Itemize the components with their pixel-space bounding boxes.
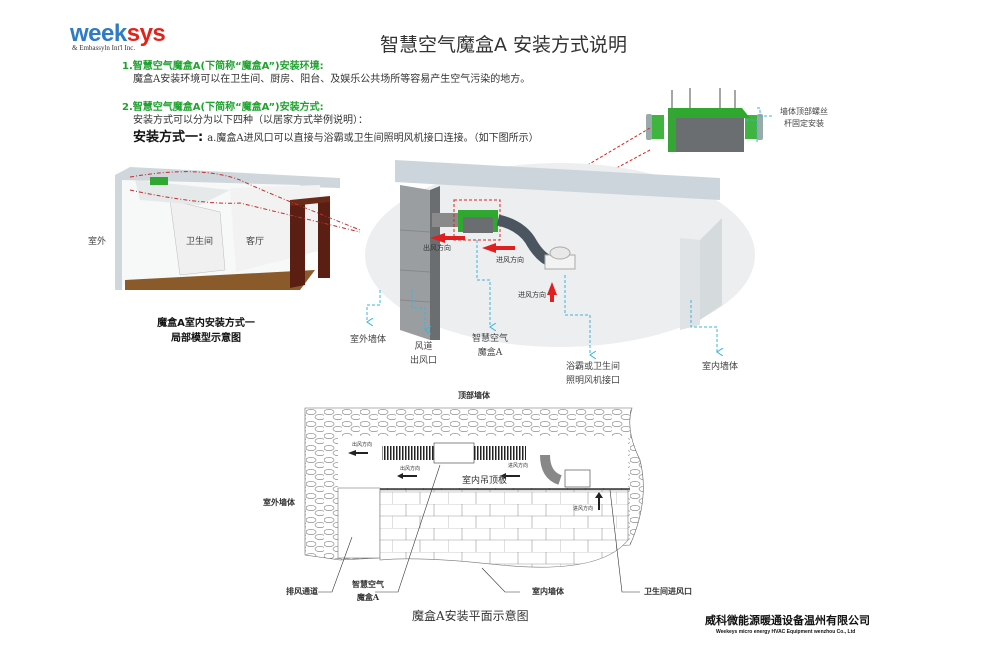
callout-outer-wall: 室外墙体 (350, 335, 387, 345)
model-caption-line1: 魔盒A室内安装方式一 (157, 318, 255, 329)
callout-device: 智慧空气 魔盒A (472, 332, 508, 360)
plan-inlet-direction-1: 进风方向 (508, 463, 529, 469)
model-caption: 魔盒A室内安装方式一 局部模型示意图 (140, 316, 272, 346)
method-one: 安装方式一:a.魔盒A进风口可以直接与浴霸或卫生间照明风机接口连接。（如下图所示… (133, 126, 539, 145)
plan-drawing (304, 407, 644, 593)
device-mount-note-line1: 墙体顶部螺丝 (780, 107, 828, 116)
label-outdoor: 室外 (88, 237, 107, 247)
label-inlet-direction-1: 进风方向 (496, 256, 524, 264)
callout-duct-line2: 出风口 (410, 356, 438, 366)
method-one-text: a.魔盒A进风口可以直接与浴霸或卫生间照明风机接口连接。（如下图所示） (207, 133, 539, 144)
page-title: 智慧空气魔盒A 安装方式说明 (380, 34, 628, 56)
device-mount-note-line2: 杆固定安装 (784, 119, 824, 128)
plan-device-line1: 智慧空气 (352, 579, 384, 589)
plan-inlet-direction-2: 进风方向 (573, 506, 594, 512)
company-name-cn: 威科微能源暖通设备温州有限公司 (705, 614, 870, 627)
room-model (115, 167, 361, 290)
plan-outlet-direction-1: 出风方向 (352, 442, 373, 448)
plan-outer-wall: 室外墙体 (263, 497, 295, 507)
callout-duct-line1: 风道 (414, 342, 433, 352)
company-name-en: Weekeys micro energy HVAC Equipment wenz… (716, 629, 856, 635)
plan-device-line2: 魔盒A (356, 592, 380, 602)
section2-text: 安装方式可以分为以下四种（以居家方式举例说明）： (133, 115, 368, 126)
logo-tagline: & Embassyln Int'l Inc. (72, 44, 136, 52)
plan-ceiling: 室内吊顶板 (462, 476, 508, 486)
plan-outlet-direction-2: 出风方向 (400, 466, 421, 472)
plan-caption: 魔盒A安装平面示意图 (412, 609, 529, 623)
label-bathroom: 卫生间 (186, 237, 214, 247)
callout-fan-line2: 照明风机接口 (566, 376, 621, 386)
device-mount-note: 墙体顶部螺丝 杆固定安装 (780, 106, 828, 130)
logo-text-week: week (70, 20, 127, 47)
device-top-view (646, 88, 772, 152)
plan-inner-wall: 室内墙体 (532, 586, 564, 596)
callout-duct: 风道 出风口 (410, 340, 437, 368)
plan-bathroom-inlet: 卫生间进风口 (644, 586, 692, 596)
callout-device-line1: 智慧空气 (472, 334, 509, 344)
plan-exhaust-channel: 排风通道 (286, 586, 318, 596)
brand-logo: weeksys (70, 20, 166, 47)
section1-text: 魔盒A安装环境可以在卫生间、厨房、阳台、及娱乐公共场所等容易产生空气污染的地方。 (133, 74, 531, 85)
callout-device-line2: 魔盒A (477, 348, 503, 358)
logo-text-sys: sys (126, 20, 166, 47)
label-living-room: 客厅 (246, 237, 265, 247)
callout-fan-line1: 浴霸或卫生间 (566, 362, 621, 372)
callout-inner-wall: 室内墙体 (702, 362, 739, 372)
plan-top-wall: 顶部墙体 (458, 390, 490, 400)
method-one-label: 安装方式一: (133, 130, 204, 145)
label-inlet-direction-2: 进风方向 (518, 291, 546, 299)
detail-scene (365, 160, 755, 355)
model-caption-line2: 局部模型示意图 (171, 333, 241, 344)
label-outlet-direction: 出风方向 (423, 244, 451, 252)
plan-device: 智慧空气 魔盒A (352, 578, 384, 604)
section1-heading: 1.智慧空气魔盒A(下简称“魔盒A”)安装环境: (122, 61, 324, 72)
section2-heading: 2.智慧空气魔盒A(下简称“魔盒A”)安装方式: (122, 102, 324, 113)
callout-fan-interface: 浴霸或卫生间 照明风机接口 (566, 360, 620, 388)
